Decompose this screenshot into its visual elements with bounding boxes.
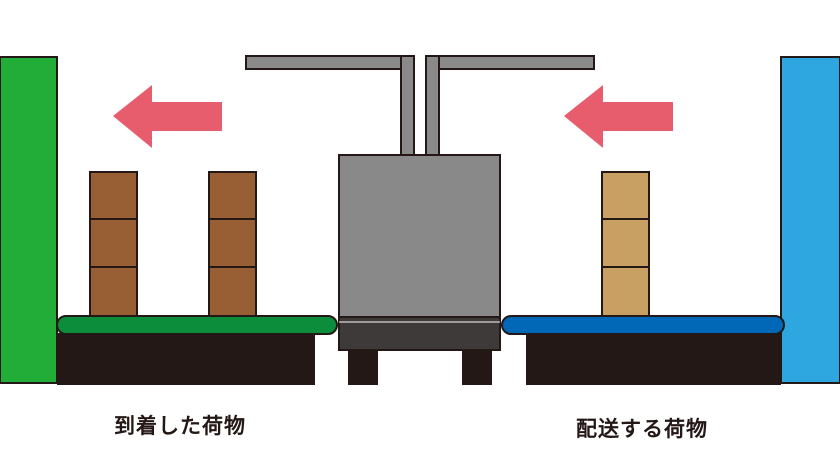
box [601, 171, 650, 220]
left-base [57, 333, 315, 385]
arrived-stack-1 [89, 171, 138, 317]
right-base [526, 333, 781, 385]
outgoing-label: 配送する荷物 [576, 417, 708, 441]
left-arrow-icon [564, 85, 673, 148]
right-wall [780, 56, 840, 384]
arrived-stack-2 [208, 171, 257, 317]
right-conveyor [501, 315, 785, 335]
arrived-label: 到着した荷物 [114, 414, 246, 438]
box [89, 266, 138, 317]
outgoing-stack [601, 171, 650, 317]
box [601, 218, 650, 268]
overhead-pipes [245, 55, 595, 157]
box [208, 218, 257, 268]
left-conveyor [56, 315, 338, 335]
box [208, 266, 257, 317]
left-arrow-icon [113, 85, 222, 148]
box [89, 171, 138, 220]
box [601, 266, 650, 317]
left-wall [0, 56, 58, 384]
sorting-machine [338, 154, 501, 385]
box [208, 171, 257, 220]
box [89, 218, 138, 268]
